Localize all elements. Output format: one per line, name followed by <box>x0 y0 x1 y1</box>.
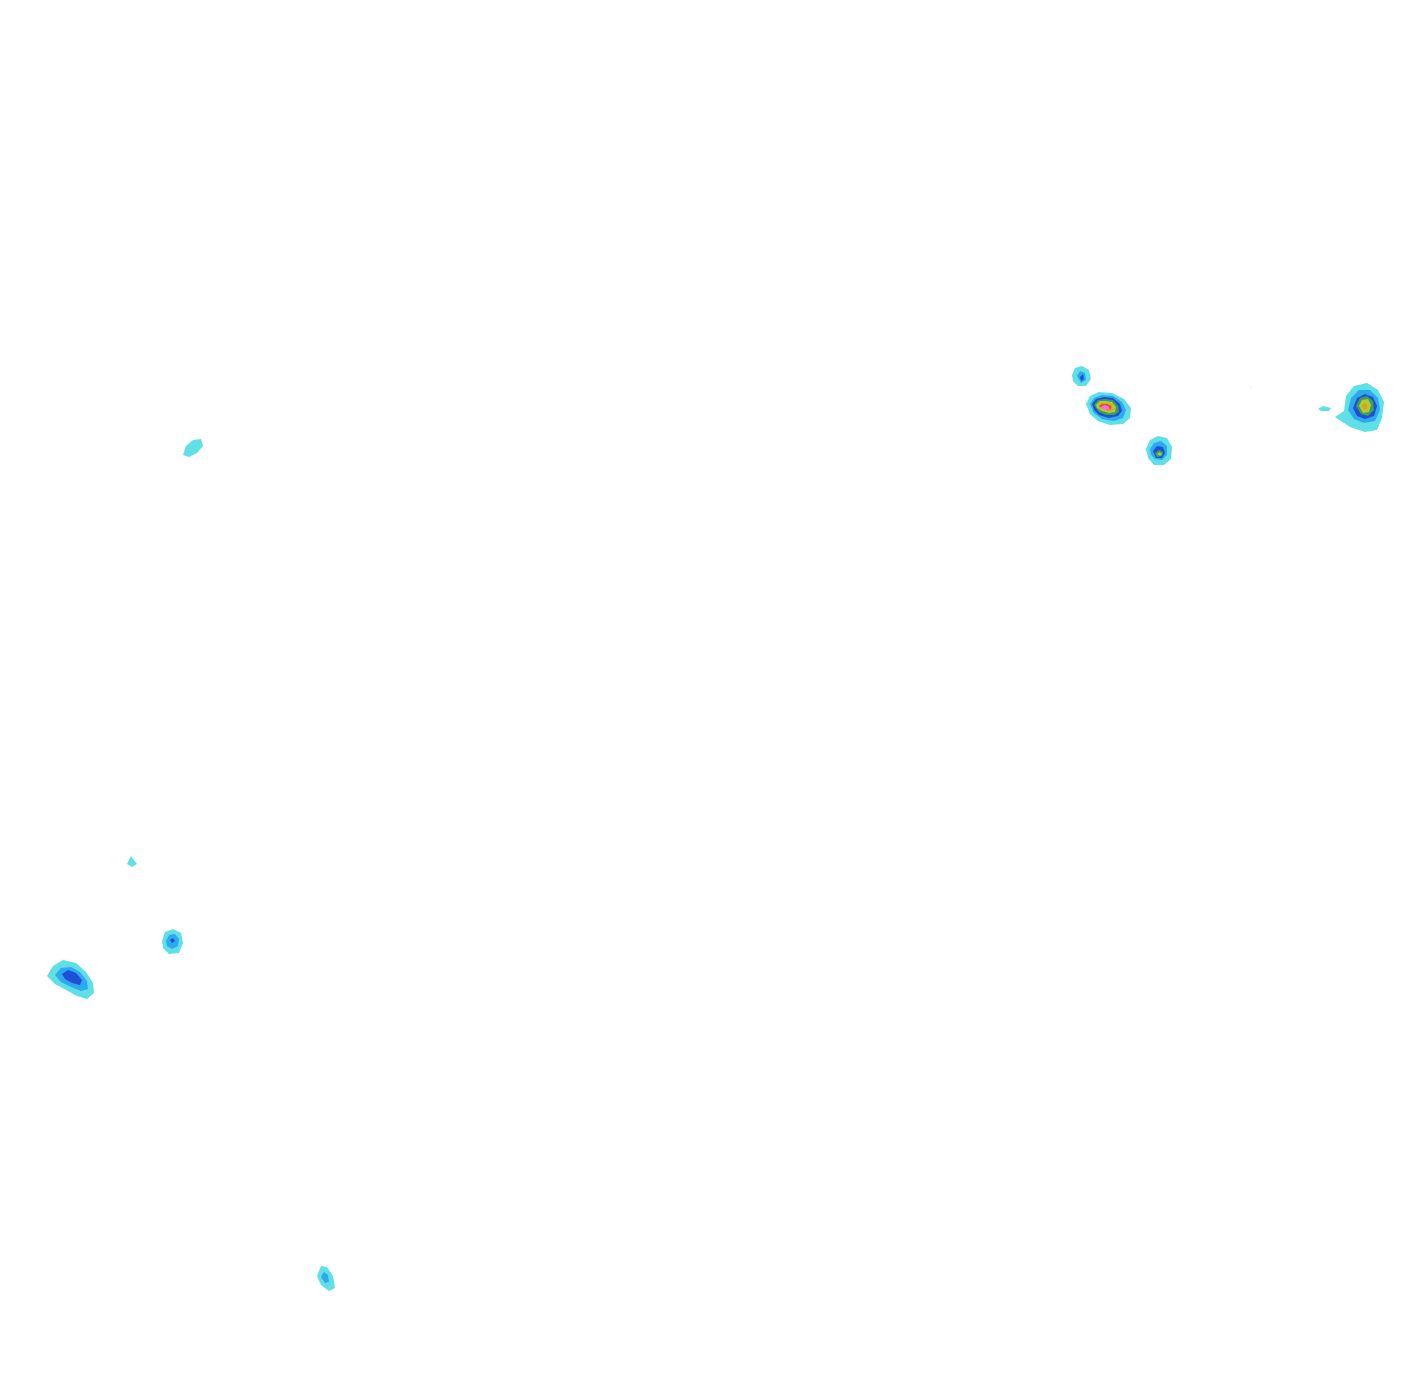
contour-level-5 <box>1157 452 1162 456</box>
map-speck <box>1250 386 1252 388</box>
contour-level-3 <box>1080 374 1084 381</box>
contour-blob-west-upper <box>183 439 203 457</box>
contour-level-1 <box>1318 406 1331 411</box>
contour-level-3 <box>170 938 175 943</box>
contour-level-1 <box>127 856 137 867</box>
contour-blob-west-small <box>162 929 183 954</box>
contour-level-2 <box>321 1272 329 1283</box>
contour-level-8 <box>1101 405 1110 410</box>
contour-level-3 <box>62 970 82 985</box>
contour-blob-east-streak <box>1318 406 1331 411</box>
contour-blob-south <box>317 1266 335 1291</box>
contour-blob-southwest <box>47 960 94 999</box>
contour-blob-west-tiny <box>127 856 137 867</box>
contour-blob-east-edge <box>1335 383 1384 432</box>
contour-blob-northeast-a <box>1072 366 1091 386</box>
contour-blob-northeast-c <box>1146 436 1172 465</box>
contour-level-6 <box>1362 403 1367 410</box>
contour-level-1 <box>183 439 203 457</box>
contour-blob-northeast-peak <box>1086 392 1131 425</box>
